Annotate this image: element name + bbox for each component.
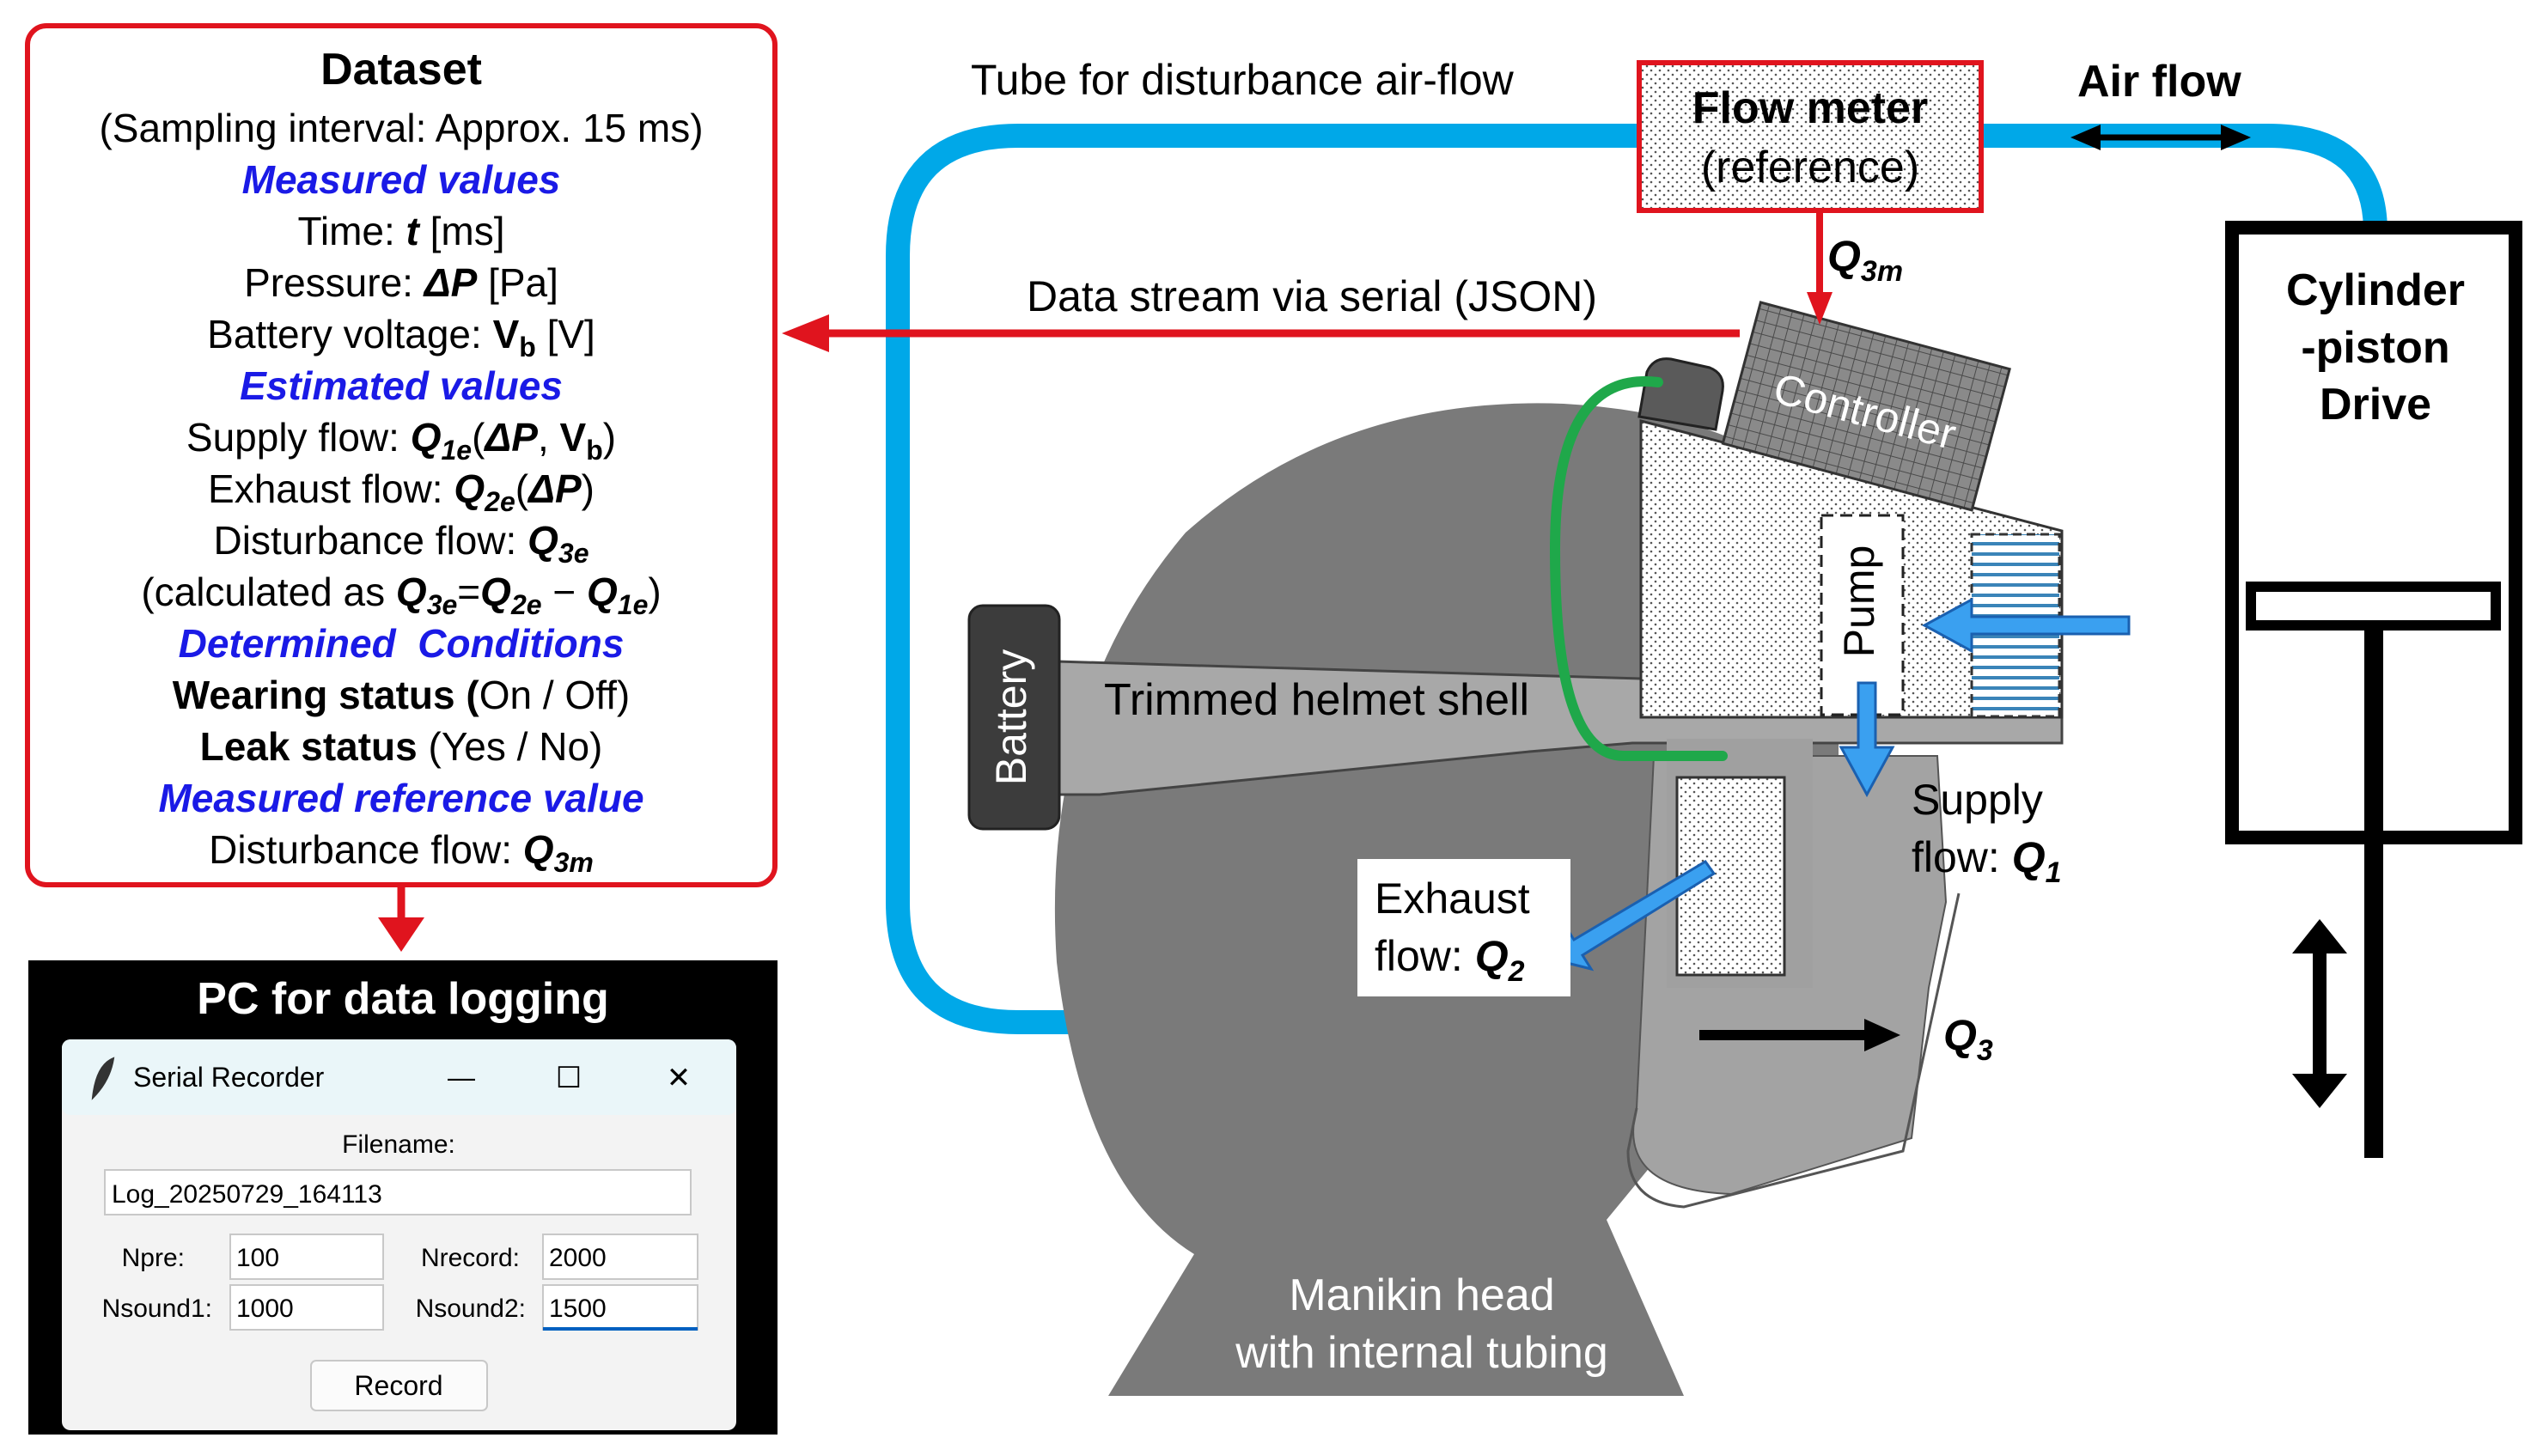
heading-reference-value: Measured reference value [158,776,643,820]
supply-flow-label-line1: Supply [1912,776,2043,824]
filename-label: Filename: [342,1130,455,1159]
nrecord-label: Nrecord: [421,1244,520,1272]
item-wearing-status: Wearing status (On / Off) [173,673,631,717]
window-title: Serial Recorder [133,1062,325,1093]
intake-flow-arrow [1921,597,2131,654]
record-button[interactable] [310,1360,488,1411]
air-flow-double-arrow [2070,125,2251,150]
exhaust-flow-label-line1: Exhaust [1375,874,1530,923]
dataset-sampling: (Sampling interval: Approx. 15 ms) [99,106,703,150]
piston-head [2246,582,2501,631]
manikin-label-line2: with internal tubing [1235,1328,1608,1378]
tube-label: Tube for disturbance air-flow [971,56,1515,104]
window-titlebar[interactable] [62,1039,736,1115]
flow-meter-label-line1: Flow meter [1692,83,1929,133]
nsound1-label: Nsound1: [102,1295,212,1323]
dataset-box [25,23,778,887]
cylinder-label-line1: Cylinder [2286,265,2465,315]
disturbance-tube [886,124,2387,1034]
piston-motion-arrow [2292,919,2347,1108]
nsound2-label: Nsound2: [416,1295,526,1323]
flow-meter-box [1637,60,1984,213]
nsound1-input-value: 1000 [236,1295,294,1323]
filename-input-value: Log_20250729_164113 [112,1180,382,1209]
battery-label: Battery [987,649,1035,785]
supply-flow-label-line2: flow: Q1 [1912,833,2062,889]
pressure-hose [1549,376,1728,761]
q3m-label: Q3m [1827,232,1903,288]
supply-flow-arrow [1839,681,1895,798]
item-leak-status: Leak status (Yes / No) [200,724,603,769]
nsound2-input[interactable] [542,1284,698,1331]
item-disturbance-flow: Disturbance flow: Q3e [214,518,589,569]
cylinder-label-line3: Drive [2320,380,2431,429]
npre-input-value: 100 [236,1244,279,1272]
filename-input[interactable] [104,1169,692,1215]
maximize-button[interactable]: ☐ [556,1062,582,1094]
pump-box [1820,514,1905,716]
q3m-signal-arrow [1807,210,1833,325]
exhaust-label-box [1357,859,1570,996]
battery-body [967,604,1061,831]
heading-estimated-values: Estimated values [240,363,563,408]
npre-label: Npre: [122,1244,185,1272]
nrecord-input-value: 2000 [549,1244,607,1272]
heading-measured-values: Measured values [242,157,561,202]
item-supply-flow: Supply flow: Q1e(ΔP, Vb) [186,415,616,466]
exhaust-flow-label-line2: flow: Q2 [1375,932,1525,988]
serial-recorder-window [62,1039,736,1430]
flow-meter-label-line2: (reference) [1701,143,1919,192]
visor-outline [1626,892,1961,1209]
pc-title: PC for data logging [197,974,609,1024]
q3-flow-arrow [1699,1019,1900,1051]
air-flow-label: Air flow [2077,57,2241,107]
close-button[interactable]: ✕ [667,1062,692,1094]
heading-determined-conditions: Determined Conditions [179,621,625,666]
data-stream-arrow [782,314,1740,352]
dataset-title: Dataset [320,45,482,94]
item-battery-voltage: Battery voltage: Vb [V] [207,312,595,362]
nrecord-input[interactable] [542,1234,698,1280]
manikin-label-line1: Manikin head [1289,1270,1554,1320]
item-time: Time: t [ms] [297,209,504,253]
piston-rod [2364,625,2383,1158]
item-calculation: (calculated as Q3e=Q2e − Q1e) [141,570,661,620]
record-button-label: Record [354,1370,442,1401]
item-reference-flow: Disturbance flow: Q3m [209,827,594,878]
minimize-button[interactable]: — [448,1062,475,1093]
dataset-to-pc-arrow [378,886,424,952]
nsound1-input[interactable] [229,1284,384,1331]
helmet-label: Trimmed helmet shell [1104,675,1529,725]
npre-input[interactable] [229,1234,384,1280]
item-exhaust-flow: Exhaust flow: Q2e(ΔP) [208,466,595,517]
pump-label: Pump [1835,545,1883,658]
valve-block [1637,357,1724,431]
data-stream-label: Data stream via serial (JSON) [1027,272,1597,320]
controller: Controller [1721,301,2011,512]
q3-label: Q3 [1943,1011,1993,1067]
cylinder-label-line2: -piston [2301,323,2449,373]
nsound2-input-value: 1500 [549,1295,607,1323]
feather-icon [91,1057,115,1100]
item-pressure: Pressure: ΔP [Pa] [244,260,558,305]
